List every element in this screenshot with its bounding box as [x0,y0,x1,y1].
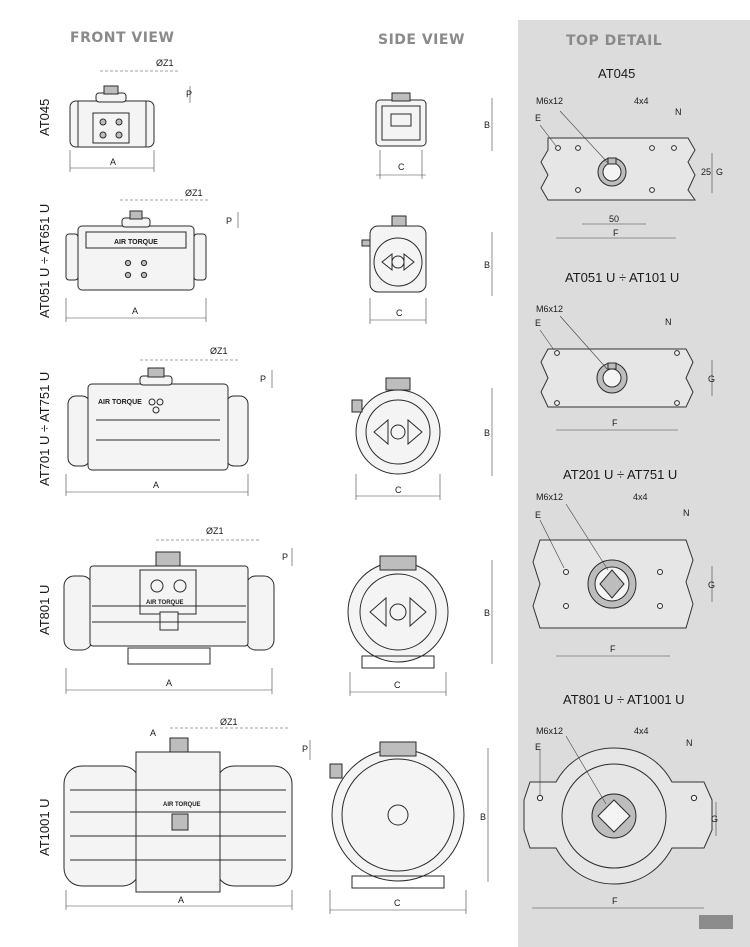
dim-a-at801: A [166,678,172,688]
brand-label-at701: AIR TORQUE [98,399,142,406]
dim-p-at045: P [186,89,192,99]
detail-g-at045: G [716,167,723,177]
detail-title-at051-at101: AT051 U ÷ AT101 U [565,270,680,285]
dim-a-top-at1001: A [150,728,156,738]
detail-m6x12-at801: M6x12 [536,726,563,736]
top-detail-at201 [532,503,713,657]
dim-a-at051: A [132,306,138,316]
detail-4x4-at801: 4x4 [634,726,649,736]
detail-4x4-at201: 4x4 [633,492,648,502]
dim-p-at1001: P [302,744,308,754]
detail-title-at201-at751: AT201 U ÷ AT751 U [563,467,678,482]
top-detail-header: TOP DETAIL [566,33,663,49]
front-view-at1001 [63,727,311,910]
detail-g-at051: G [708,374,715,384]
detail-e-at201: E [535,510,541,520]
detail-25-at045: 25 [701,167,711,177]
detail-g-at201: G [708,580,715,590]
top-detail-at801 [523,735,717,909]
detail-n-at201: N [683,508,690,518]
dim-c-at1001: C [394,898,401,908]
side-view-header: SIDE VIEW [378,32,465,48]
detail-50-at045: 50 [609,214,619,224]
side-view-at701 [351,377,493,500]
detail-m6x12-at045: M6x12 [536,96,563,106]
detail-n-at051: N [665,317,672,327]
detail-4x4-at045: 4x4 [634,96,649,106]
top-detail-at051 [539,315,713,431]
dim-c-at051: C [396,308,403,318]
detail-f-at801: F [612,896,618,906]
side-view-at1001 [329,741,489,914]
dim-p-at701: P [260,374,266,384]
dim-c-at701: C [395,485,402,495]
brand-label-at801: AIR TORQUE [146,600,184,606]
dim-b-at701: B [484,428,490,438]
dim-p-at801: P [282,552,288,562]
dim-b-at045: B [484,120,490,130]
dim-b-at051: B [484,260,490,270]
detail-title-at045: AT045 [598,66,636,81]
detail-n-at801: N [686,738,693,748]
dim-a-at701: A [153,480,159,490]
detail-g-at801: G [711,814,718,824]
detail-f-at201: F [610,644,616,654]
brand-label-at1001: AIR TORQUE [163,802,201,808]
dim-c-at801: C [394,680,401,690]
top-detail-at045 [539,110,713,239]
side-view-at051 [361,215,493,324]
front-view-at051 [65,199,239,322]
dim-z1-at1001: ØZ1 [220,717,238,727]
brand-label-at051: AIR TORQUE [114,239,158,246]
dim-b-at1001: B [480,812,486,822]
detail-f-at051: F [612,418,618,428]
detail-title-at801-at1001: AT801 U ÷ AT1001 U [563,692,685,707]
dim-z1-at801: ØZ1 [206,526,224,536]
detail-e-at045: E [535,113,541,123]
front-view-at801 [63,539,293,694]
detail-f-at045: F [613,228,619,238]
dim-a-at045: A [110,157,116,167]
front-view-at701 [65,359,273,496]
dim-z1-at051: ØZ1 [185,188,203,198]
dim-b-at801: B [484,608,490,618]
detail-n-at045: N [675,107,682,117]
side-view-at045 [375,92,493,179]
dim-z1-at045: ØZ1 [156,58,174,68]
dim-a-at1001: A [178,895,184,905]
side-view-at801 [347,555,493,696]
dim-c-at045: C [398,162,405,172]
front-view-header: FRONT VIEW [70,30,175,46]
page-corner-tab [699,915,733,929]
detail-e-at051: E [535,318,541,328]
detail-e-at801: E [535,742,541,752]
dim-z1-at701: ØZ1 [210,346,228,356]
dim-p-at051: P [226,216,232,226]
detail-m6x12-at201: M6x12 [536,492,563,502]
front-view-at045 [69,70,191,172]
detail-m6x12-at051: M6x12 [536,304,563,314]
